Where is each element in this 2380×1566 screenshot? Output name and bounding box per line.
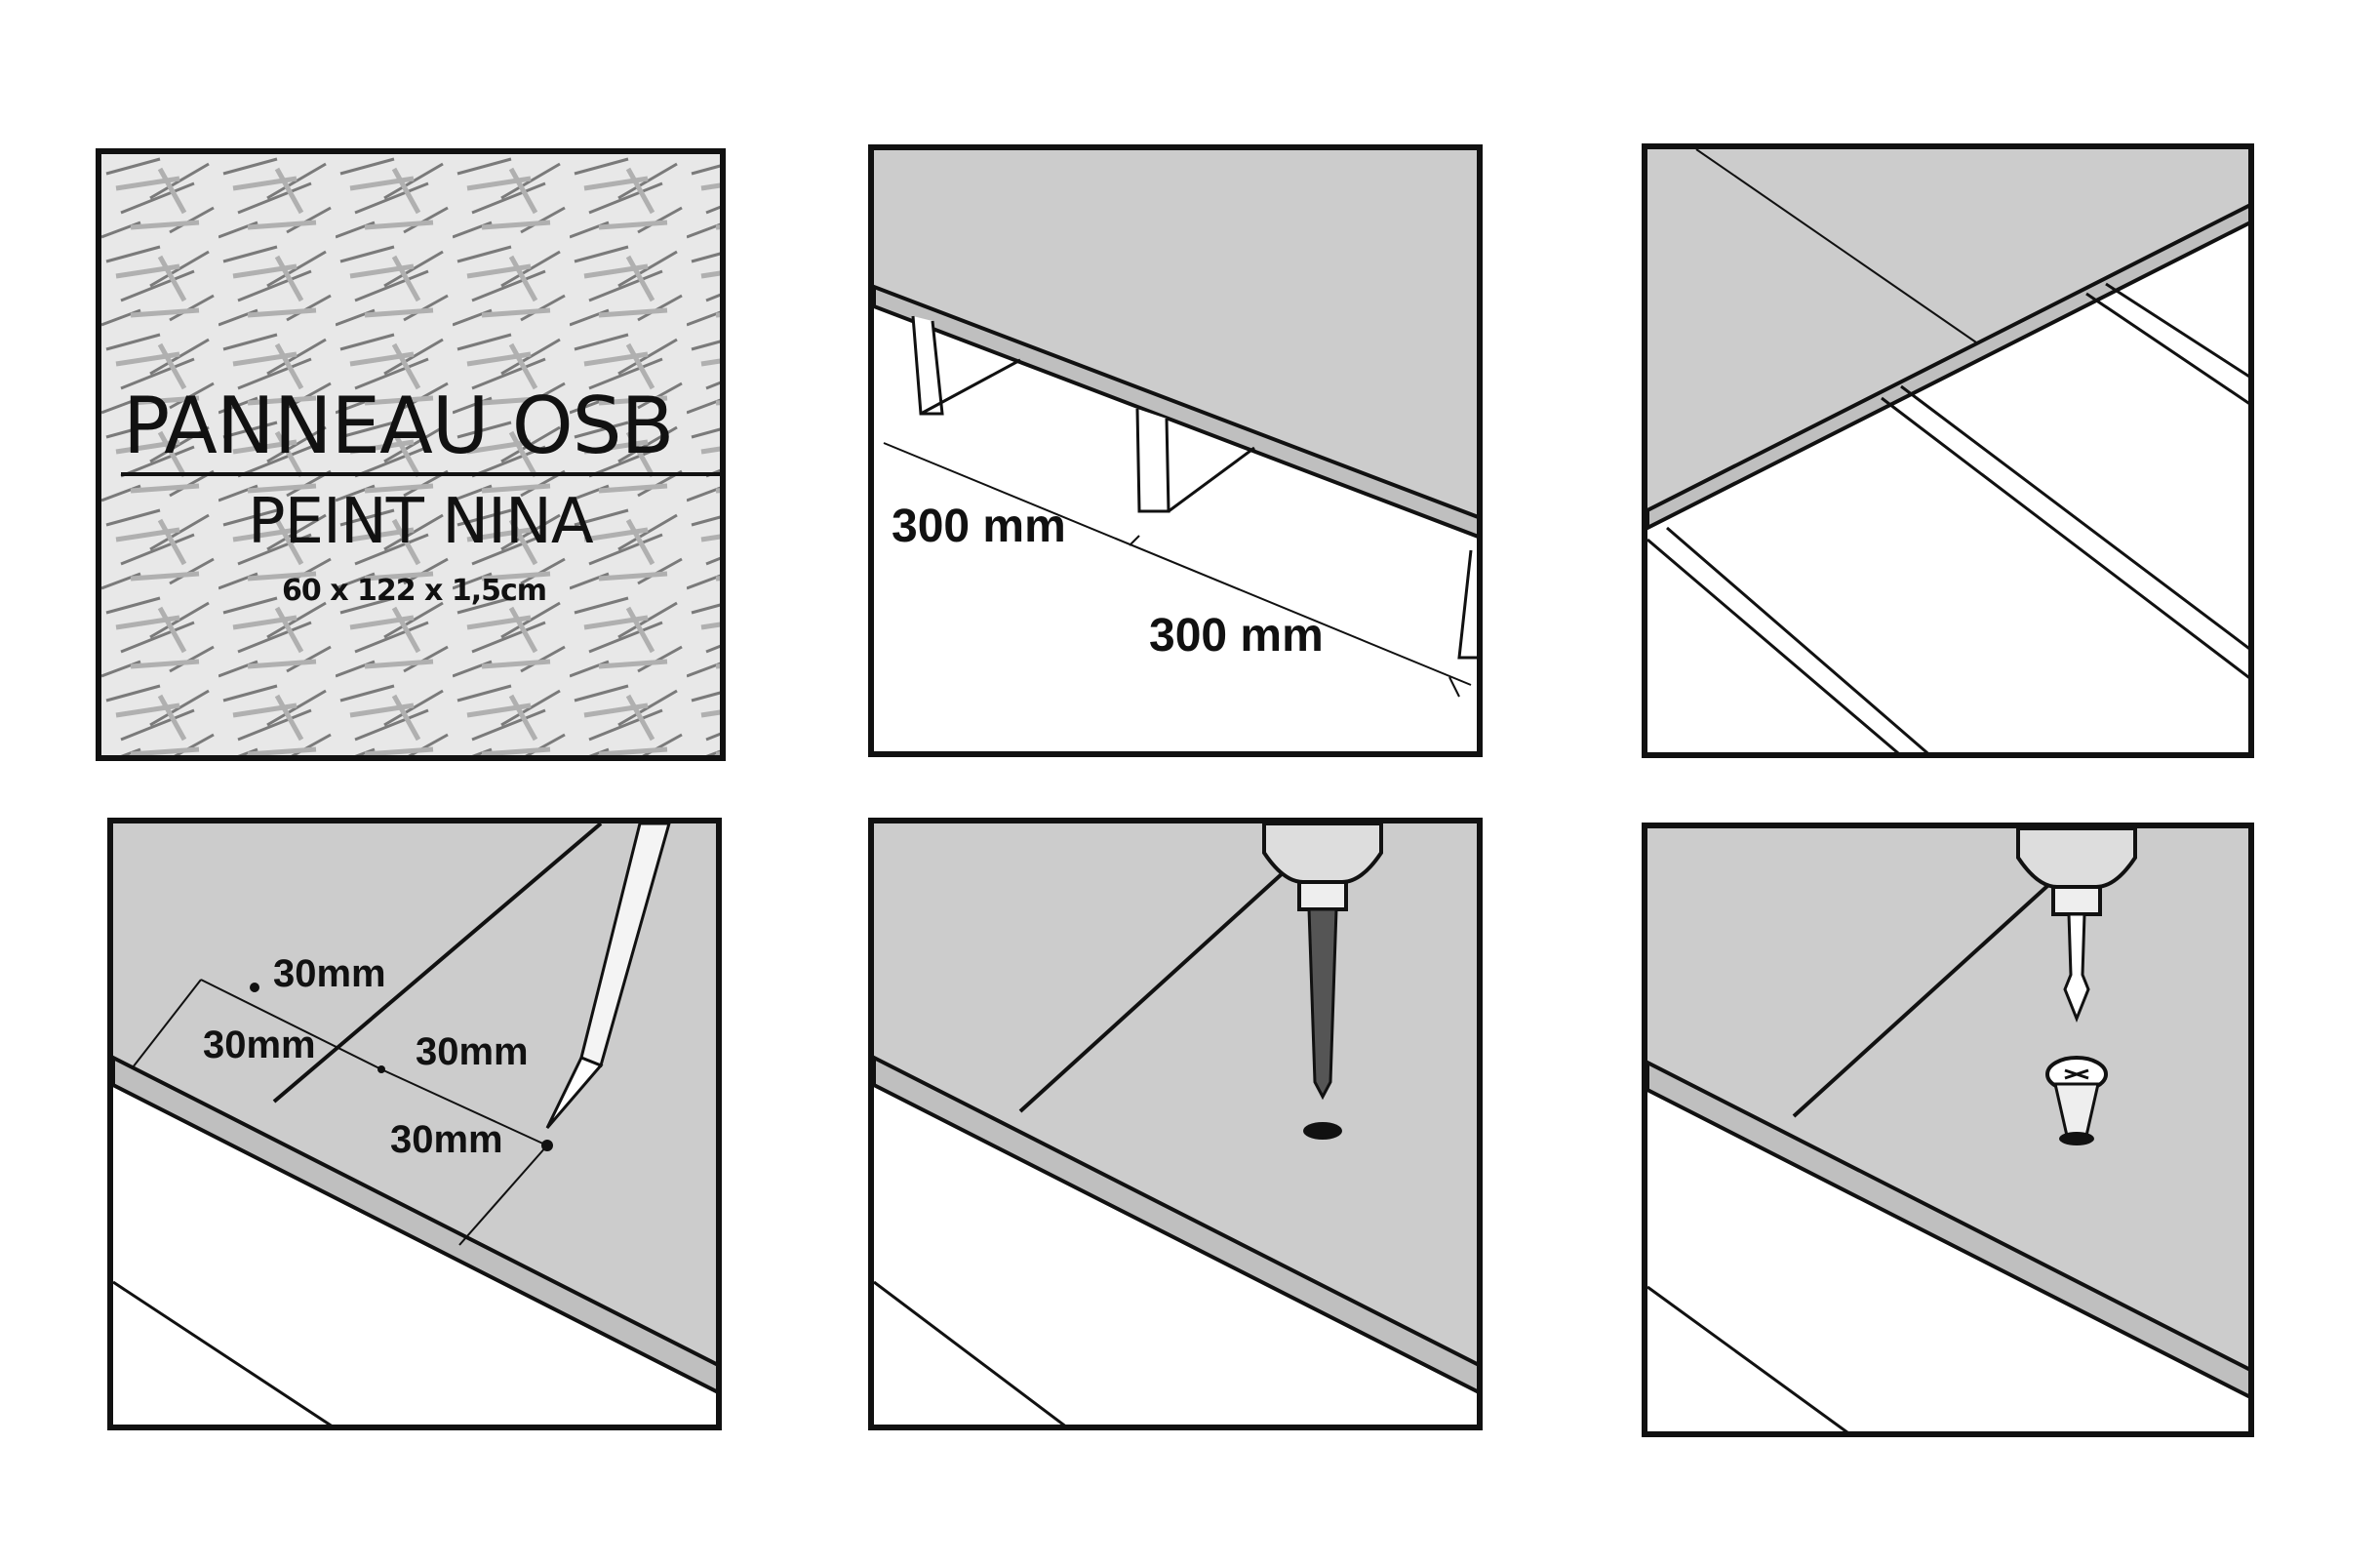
offset-label-bottom: 30mm [390,1118,503,1161]
step-mark-screw-position: 30mm 30mm 30mm 30mm [107,818,722,1430]
step-screw-board [1642,823,2254,1437]
panel-title: PANNEAU OSB [123,381,674,471]
step-pre-drill [868,818,1483,1430]
board-placement-diagram [1647,149,2248,752]
drill-chuck-icon [2016,828,2137,916]
panel-subtitle: PEINT NINA [248,486,594,558]
offset-label-left: 30mm [203,1024,316,1066]
panel-dimensions: 60 x 122 x 1,5cm [282,574,547,608]
osb-panel-label: PANNEAU OSB PEINT NINA 60 x 122 x 1,5cm [96,148,726,761]
step-joist-spacing: 300 mm 300 mm [868,144,1483,757]
title-underline [121,472,720,476]
step-board-placement [1642,143,2254,758]
offset-label-top: 30mm [273,952,386,995]
osb-texture [101,154,720,755]
joist-diagram [874,150,1477,698]
spacing-label-1: 300 mm [892,501,1066,552]
drill-diagram [874,823,1477,1425]
marking-diagram [113,823,716,1425]
offset-label-right: 30mm [416,1030,529,1073]
spacing-label-2: 300 mm [1149,610,1324,662]
screw-diagram [1647,828,2248,1431]
screw-icon [2045,1056,2108,1145]
